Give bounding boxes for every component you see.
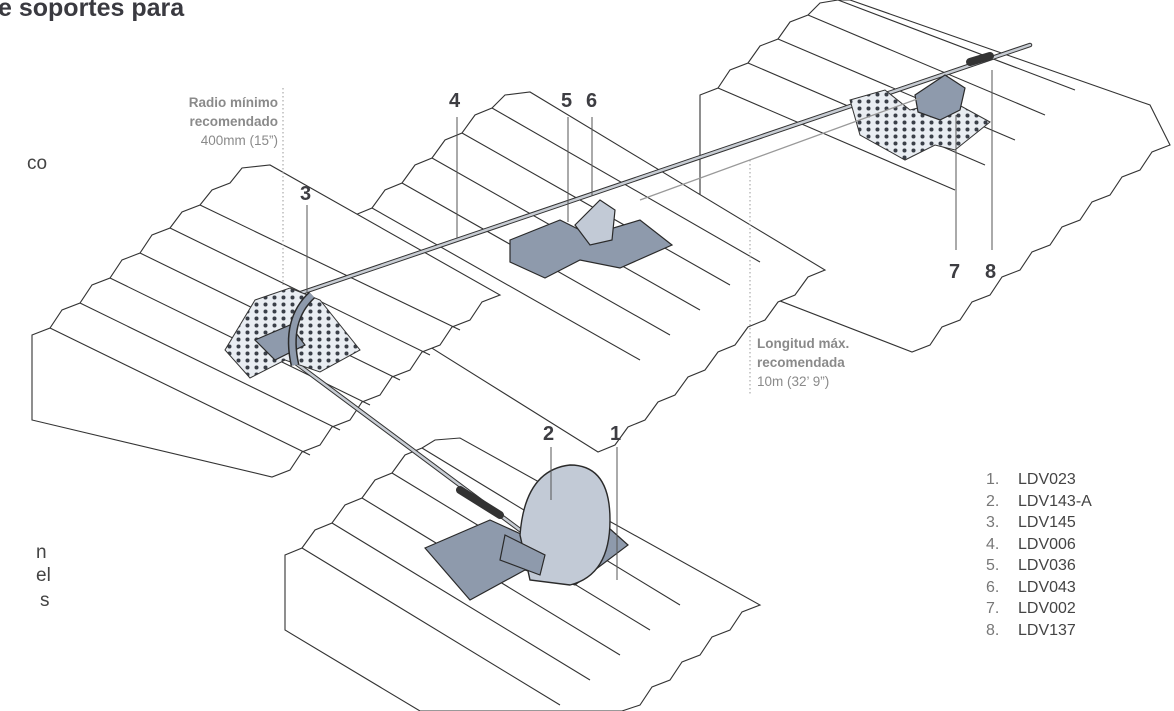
cropped-text-fragment: n <box>36 542 47 563</box>
callout-number: 3 <box>300 183 312 205</box>
parts-list-item: 4.LDV006 <box>986 535 1076 553</box>
callout-number: 4 <box>449 90 461 112</box>
length-note: Longitud máx. recomendada 10m (32’ 9”) <box>757 336 850 389</box>
callout-number: 8 <box>985 261 997 283</box>
parts-list-item: 8.LDV137 <box>986 621 1076 639</box>
end-bracket-bottom <box>424 464 629 601</box>
cropped-text-fragment: s <box>40 590 50 611</box>
callout-number: 5 <box>561 90 573 112</box>
cropped-text-fragment: el <box>36 565 51 586</box>
callout-number: 6 <box>586 90 598 112</box>
corner-bracket <box>224 287 361 379</box>
callout-number: 1 <box>610 423 622 445</box>
parts-list-item: 5.LDV036 <box>986 557 1076 574</box>
parts-list-item: 7.LDV002 <box>986 600 1076 617</box>
callout-number: 7 <box>949 261 961 283</box>
radius-note: Radio mínimo recomendado 400mm (15”) <box>188 95 278 148</box>
callout-number: 2 <box>543 423 555 445</box>
end-bracket-top <box>849 74 991 161</box>
parts-list-item: 2.LDV143-A <box>986 492 1092 510</box>
parts-list-item: 1.LDV023 <box>986 471 1076 488</box>
parts-list-item: 6.LDV043 <box>986 578 1076 596</box>
parts-list: 1.LDV023 2.LDV143-A 3.LDV145 4.LDV006 5.… <box>986 469 1092 641</box>
page-title: e soportes para <box>0 0 185 22</box>
callout-leaders <box>282 70 993 580</box>
roof-panel-bottom <box>284 437 762 711</box>
lifeline-cable <box>282 42 1033 533</box>
cropped-text-fragment: co <box>27 153 48 174</box>
parts-list-item: 3.LDV145 <box>986 514 1076 531</box>
intermediate-bracket <box>509 199 674 279</box>
